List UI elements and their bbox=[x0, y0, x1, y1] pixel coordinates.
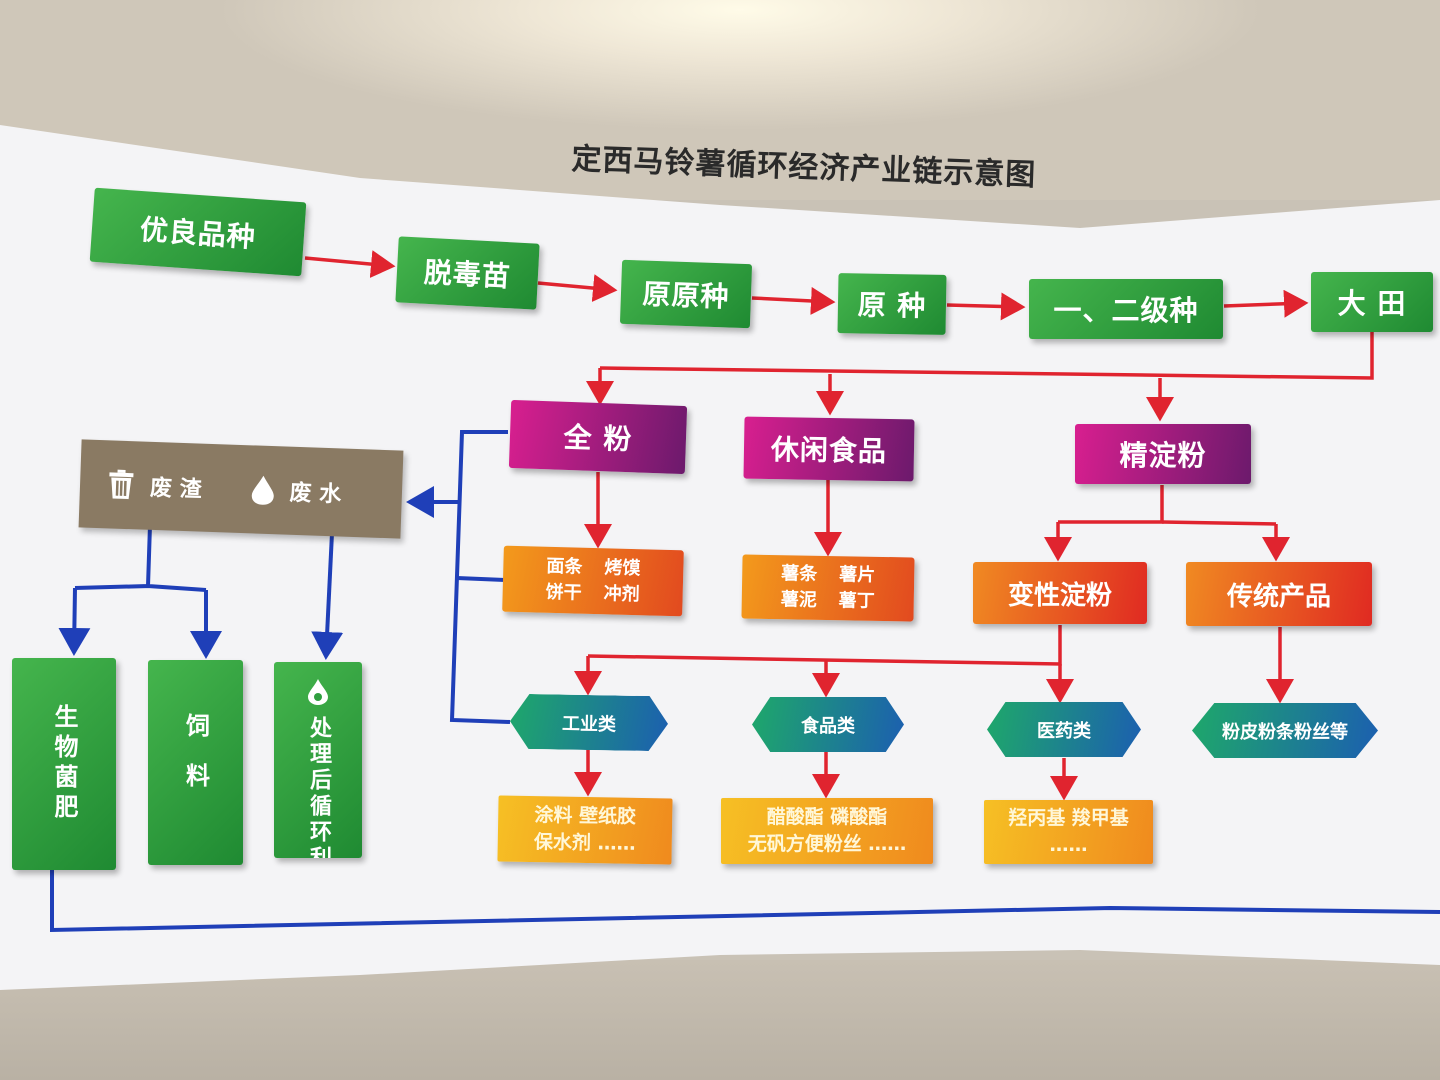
product-granule: 冲剂 bbox=[603, 583, 640, 606]
category-full-powder: 全 粉 bbox=[508, 399, 688, 475]
application-industrial: 工业类 bbox=[510, 694, 669, 752]
chain-step-field: 大 田 bbox=[1311, 272, 1433, 332]
chain-step-prebasic: 原原种 bbox=[619, 259, 753, 329]
line-return-loop bbox=[50, 870, 1440, 933]
trash-icon bbox=[106, 468, 137, 501]
chain-step-basic: 原 种 bbox=[837, 273, 947, 335]
product-mash: 薯泥 bbox=[780, 589, 817, 611]
recycle-feed-label: 饲料 bbox=[181, 712, 210, 813]
example-line-1: 醋酸酯 磷酸酯 bbox=[766, 806, 888, 828]
product-fries: 薯条 bbox=[781, 563, 818, 585]
category-refined-starch: 精淀粉 bbox=[1075, 424, 1251, 484]
waste-water-label: 废 水 bbox=[289, 480, 342, 508]
examples-medical: 羟丙基 羧甲基 …… bbox=[984, 800, 1153, 864]
chain-step-seedling: 脱毒苗 bbox=[395, 236, 540, 310]
example-line-1: 羟丙基 羧甲基 bbox=[1008, 807, 1129, 829]
chain-step-variety: 优良品种 bbox=[89, 187, 307, 277]
recycle-water-reuse: 处理后循环利用 bbox=[274, 662, 362, 858]
recycle-feed: 饲料 bbox=[148, 660, 243, 865]
chain-step-certified: 一、二级种 bbox=[1029, 279, 1223, 339]
example-line-2: 保水剂 …… bbox=[533, 831, 636, 855]
application-food: 食品类 bbox=[752, 697, 904, 752]
line-modified-distribution bbox=[587, 625, 1062, 666]
arrow-basic-to-certified bbox=[946, 292, 1026, 321]
product-modified-starch: 变性淀粉 bbox=[973, 562, 1147, 624]
product-traditional: 传统产品 bbox=[1186, 562, 1372, 626]
examples-food: 醋酸酯 磷酸酯 无矾方便粉丝 …… bbox=[721, 798, 933, 864]
waste-water: 废 水 bbox=[249, 473, 342, 508]
arrow-water-to-recycle bbox=[311, 532, 344, 660]
category-snack-food: 休闲食品 bbox=[743, 416, 915, 482]
water-drop-icon bbox=[306, 678, 330, 706]
arrow-variety-to-seedling bbox=[304, 250, 396, 279]
recycle-fertilizer: 生物菌肥 bbox=[12, 658, 116, 870]
example-line-2: 无矾方便粉丝 …… bbox=[747, 833, 907, 855]
products-snack: 薯条 薯片 薯泥 薯丁 bbox=[741, 554, 915, 622]
line-field-distribution bbox=[599, 332, 1374, 380]
product-biscuit: 饼干 bbox=[545, 581, 582, 604]
product-chips: 薯片 bbox=[839, 564, 876, 586]
example-line-1: 涂料 壁纸胶 bbox=[534, 804, 637, 828]
recycle-water-reuse-label: 处理后循环利用 bbox=[306, 716, 331, 858]
line-residue-split bbox=[74, 524, 207, 592]
examples-industrial: 涂料 壁纸胶 保水剂 …… bbox=[497, 795, 673, 865]
product-noodles: 面条 bbox=[546, 555, 583, 578]
line-waste-branch-products bbox=[456, 576, 506, 582]
line-waste-collector bbox=[449, 430, 511, 724]
arrow-certified-to-field bbox=[1223, 289, 1309, 318]
line-starch-split-right bbox=[1161, 520, 1277, 526]
example-line-2: …… bbox=[1049, 834, 1088, 856]
waste-residue-label: 废 渣 bbox=[149, 475, 203, 503]
application-noodles: 粉皮粉条粉丝等 bbox=[1192, 703, 1378, 758]
arrow-to-fertilizer bbox=[58, 587, 91, 656]
application-medical: 医药类 bbox=[987, 702, 1141, 757]
product-dice: 薯丁 bbox=[838, 590, 875, 612]
water-drop-icon bbox=[249, 473, 276, 506]
product-baked-bun: 烤馍 bbox=[604, 557, 641, 580]
line-starch-split bbox=[1058, 485, 1164, 524]
arrow-prebasic-to-basic bbox=[751, 286, 836, 315]
waste-bar: 废 渣 废 水 bbox=[78, 439, 404, 539]
waste-residue: 废 渣 bbox=[106, 468, 203, 503]
products-full-powder: 面条 烤馍 饼干 冲剂 bbox=[502, 545, 684, 617]
recycle-fertilizer-label: 生物菌肥 bbox=[50, 704, 78, 824]
arrow-seedling-to-prebasic bbox=[537, 274, 618, 303]
